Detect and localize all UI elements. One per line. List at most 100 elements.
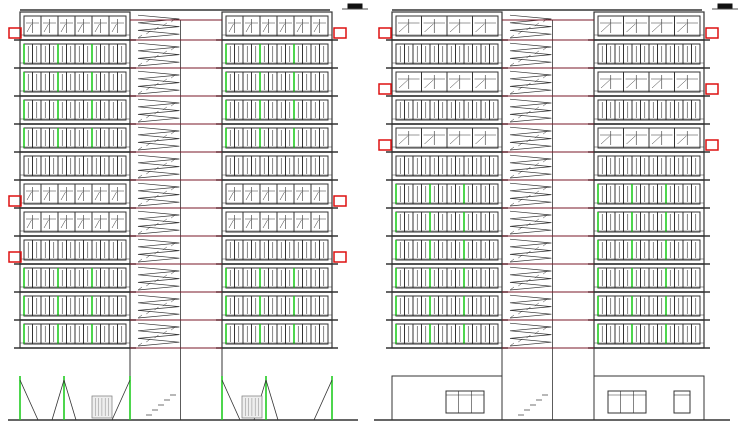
stair-step <box>542 102 548 107</box>
window-bay <box>108 211 127 233</box>
stair-step <box>170 158 176 163</box>
ac-unit <box>8 27 22 39</box>
window-swing <box>245 23 251 33</box>
window-bay <box>489 267 499 289</box>
stair-step <box>154 82 159 87</box>
stair-step <box>518 254 523 259</box>
stair-step <box>526 334 531 339</box>
window-bay <box>489 295 499 317</box>
stair-step <box>526 250 531 255</box>
ac-unit <box>333 195 347 207</box>
window-swing <box>475 79 485 89</box>
stair-step <box>518 226 523 231</box>
window-bay <box>310 211 329 233</box>
window-bay <box>117 239 127 261</box>
stair-flight <box>137 98 180 123</box>
window-bay <box>319 323 329 345</box>
window-swing <box>279 219 285 229</box>
stair-step <box>154 334 159 339</box>
stair-flight <box>137 210 180 235</box>
stair-step <box>137 174 143 179</box>
window-bay <box>117 127 127 149</box>
window-swing <box>60 191 66 201</box>
window-swing <box>60 23 66 33</box>
stair-step <box>534 330 539 335</box>
stair-step <box>170 130 176 135</box>
roof-marker <box>347 3 363 9</box>
stair-step <box>146 338 151 343</box>
window-swing <box>313 219 319 229</box>
window-bay <box>117 71 127 93</box>
pilotis-brace <box>221 379 241 421</box>
stair-step <box>526 166 531 171</box>
window-swing <box>475 23 485 33</box>
window-bay <box>472 71 499 93</box>
window-bay <box>489 43 499 65</box>
stair-step <box>518 58 523 63</box>
stair-flight <box>137 14 180 39</box>
ac-unit <box>333 251 347 263</box>
stair-step <box>518 86 523 91</box>
stair-step <box>154 138 159 143</box>
stair-step <box>137 90 143 95</box>
stair-flight <box>509 98 552 123</box>
window-swing <box>262 191 268 201</box>
window-bay <box>489 211 499 233</box>
stair-step <box>137 118 143 123</box>
stair-step <box>137 202 143 207</box>
window-swing <box>94 219 100 229</box>
window-bay <box>691 183 701 205</box>
window-swing <box>228 219 234 229</box>
ground-window <box>445 390 485 414</box>
stair-step <box>534 134 539 139</box>
stair-flight <box>509 294 552 319</box>
stair-step <box>534 302 539 307</box>
window-bay <box>108 183 127 205</box>
pilotis-brace <box>63 379 77 421</box>
left-elevation <box>8 3 368 421</box>
window-swing <box>43 191 49 201</box>
stair-step <box>509 34 515 39</box>
stair-step <box>542 298 548 303</box>
window-swing <box>77 191 83 201</box>
ac-unit <box>705 27 719 39</box>
stair-step <box>170 214 176 219</box>
window-bay <box>319 295 329 317</box>
stair-step <box>542 46 548 51</box>
window-swing <box>43 23 49 33</box>
window-swing <box>245 191 251 201</box>
stair-step <box>162 78 167 83</box>
window-swing <box>398 135 408 145</box>
stair-step <box>162 106 167 111</box>
window-swing <box>600 135 610 145</box>
window-swing <box>296 191 302 201</box>
stair-step <box>137 146 143 151</box>
stair-step <box>154 26 159 31</box>
window-bay <box>674 127 701 149</box>
window-bay <box>489 183 499 205</box>
stair-step <box>137 342 143 347</box>
stair-flight <box>509 322 552 347</box>
window-swing <box>279 191 285 201</box>
window-swing <box>449 23 459 33</box>
stair-step <box>509 342 515 347</box>
window-bay <box>489 239 499 261</box>
window-swing <box>94 191 100 201</box>
stair-step <box>518 282 523 287</box>
stair-step <box>526 82 531 87</box>
stair-step <box>154 194 159 199</box>
stair-step <box>509 286 515 291</box>
window-bay <box>319 239 329 261</box>
ac-unit <box>8 195 22 207</box>
stair-step <box>534 218 539 223</box>
stair-flight <box>137 154 180 179</box>
window-swing <box>313 191 319 201</box>
pilotis-brace <box>265 379 279 421</box>
stair-step <box>509 174 515 179</box>
stair-step <box>526 306 531 311</box>
window-bay <box>691 267 701 289</box>
window-bay <box>472 15 499 37</box>
stair-step <box>534 106 539 111</box>
pilotis-brace <box>51 379 65 421</box>
window-bay <box>489 323 499 345</box>
